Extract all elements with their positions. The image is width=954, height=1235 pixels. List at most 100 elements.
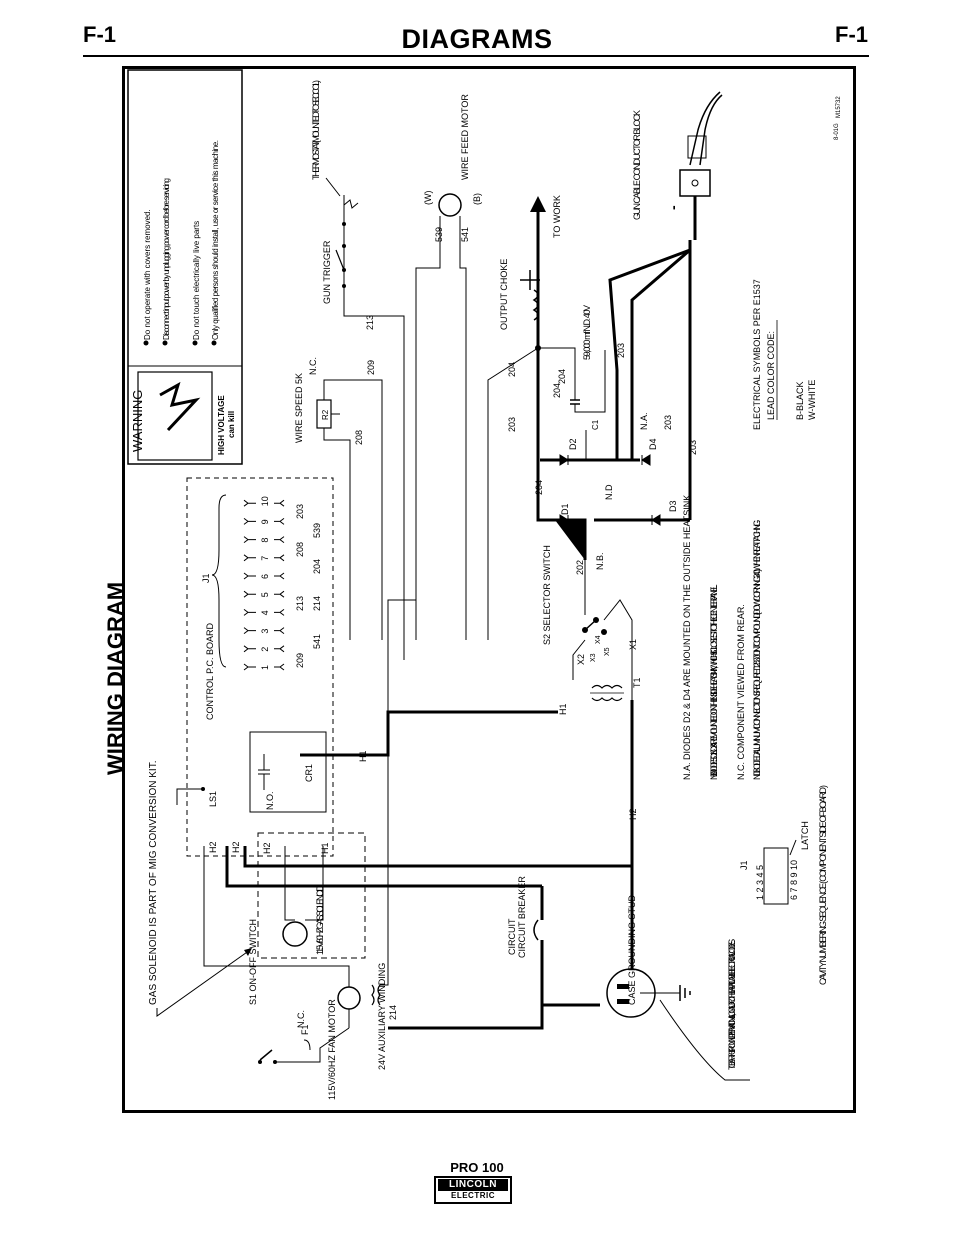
lightning-icon bbox=[159, 381, 201, 432]
x5-label: X5 bbox=[604, 647, 611, 656]
logo-bottom: ELECTRIC bbox=[451, 1191, 495, 1200]
wire-label-214: 214 bbox=[312, 596, 322, 611]
d4-label: D4 bbox=[648, 438, 658, 450]
nc-label-s1: N.C. bbox=[296, 1010, 306, 1028]
x4-label: X4 bbox=[595, 635, 602, 644]
lincoln-electric-logo: LINCOLN ELECTRIC bbox=[434, 1176, 512, 1204]
h1-label-c: H1 bbox=[558, 703, 568, 715]
symbols-note: ELECTRICAL SYMBOLS PER E1537 bbox=[752, 279, 762, 430]
j1-pin-number: 10 bbox=[260, 496, 270, 506]
wire-209-label: 209 bbox=[366, 360, 376, 375]
wire-label-541: 541 bbox=[312, 634, 322, 649]
t1-label: T1 bbox=[632, 677, 642, 688]
wiring-diagram-title: WIRING DIAGRAM bbox=[103, 582, 128, 775]
cavity-connector bbox=[763, 847, 789, 905]
note-nd: N.D. BOLTED ALUMINUM CONNECTIONS REQUIRE… bbox=[752, 520, 762, 780]
thermostat-switch bbox=[343, 199, 359, 209]
selector-switch bbox=[584, 619, 597, 631]
aux-winding-coil bbox=[371, 984, 375, 1006]
page-title: DIAGRAMS bbox=[401, 24, 553, 54]
j1-pin: 7 bbox=[243, 554, 285, 562]
j1-pin: 6 bbox=[243, 572, 285, 580]
j1-pin-number: 8 bbox=[260, 538, 270, 543]
cavity-note-label: CAVITY NUMBERING SEQUENCE ( COMPONENT SI… bbox=[818, 785, 828, 985]
d2-label: D2 bbox=[568, 438, 578, 450]
wire-213-label: 213 bbox=[365, 315, 375, 330]
warning-bullet-4: Only qualified persons should install, u… bbox=[211, 140, 220, 340]
j1-pin: 10 bbox=[243, 496, 285, 507]
circuit-breaker-label-a: CIRCUIT bbox=[507, 918, 517, 955]
diode-d2 bbox=[559, 454, 569, 466]
gun-cable-block-label: GUN CABLE CONDUCTOR BLOCK bbox=[632, 110, 642, 220]
fan-motor bbox=[337, 986, 361, 1010]
w-label: (W) bbox=[423, 191, 433, 206]
circuit-breaker-label: CIRCUIT BREAKER bbox=[517, 876, 527, 958]
latch-label: LATCH bbox=[800, 821, 810, 850]
f1-label: F1 bbox=[300, 1024, 310, 1035]
footer-model: PRO 100 bbox=[450, 1160, 504, 1175]
output-choke-label: OUTPUT CHOKE bbox=[499, 259, 509, 330]
wire-label-213: 213 bbox=[295, 596, 305, 611]
wire-feed-motor bbox=[438, 193, 462, 217]
wire-203-label-a: 203 bbox=[616, 343, 626, 358]
gun-trigger-label: GUN TRIGGER bbox=[322, 240, 332, 304]
b-label: (B) bbox=[472, 193, 482, 205]
output-choke-coil bbox=[532, 289, 539, 321]
wire-204-label-a: 204 bbox=[557, 369, 567, 384]
j1-pin: 5 bbox=[243, 590, 285, 598]
date-code: 8-01G bbox=[834, 123, 840, 140]
fan-motor-label: 115V/60HZ FAN MOTOR bbox=[327, 999, 337, 1100]
x2-label: X2 bbox=[576, 654, 586, 665]
wire-203-label-c: 203 bbox=[663, 415, 673, 430]
h1-label-b: H1 bbox=[320, 842, 330, 854]
j1-pin: 3 bbox=[243, 627, 285, 634]
wire-214-label: 214 bbox=[388, 1005, 398, 1020]
gun-trigger-switch bbox=[335, 249, 345, 271]
can-kill-label: can kill bbox=[227, 411, 236, 438]
h2-label-d: H2 bbox=[628, 808, 638, 820]
wire-label-203: 203 bbox=[295, 504, 305, 519]
wire-539-label: 539 bbox=[434, 227, 444, 242]
j1-pin-number: 2 bbox=[260, 647, 270, 652]
minus-label: - bbox=[665, 205, 681, 210]
diode-d3 bbox=[651, 514, 661, 526]
na-label: N.A. bbox=[639, 412, 649, 430]
control-board-outline bbox=[186, 477, 334, 857]
j1-pin-number: 6 bbox=[260, 574, 270, 579]
note-nb: N.B. DIODES D1 & D3 ARE MOUNTED ON THE I… bbox=[709, 584, 719, 780]
ls1-label: LS1 bbox=[208, 791, 218, 807]
cr1-relay bbox=[249, 731, 327, 813]
wire-204-label-b: 204 bbox=[534, 480, 544, 495]
wire-202-label: 202 bbox=[575, 560, 585, 575]
j1-pin-number: 9 bbox=[260, 519, 270, 524]
page-label-left: F-1 bbox=[83, 22, 116, 47]
wire-203-label-d: 203 bbox=[688, 440, 698, 455]
circuit-breaker-symbol bbox=[533, 919, 539, 941]
header-rule bbox=[83, 55, 869, 57]
control-board-label: CONTROL P.C. BOARD bbox=[205, 622, 215, 720]
r2-label: R2 bbox=[321, 409, 330, 420]
cavity-bottom-row: 6 7 8 9 10 bbox=[789, 860, 799, 900]
f1-fuse bbox=[303, 1039, 311, 1051]
warning-bullet-2: Disconnect input power by unplugging pow… bbox=[162, 178, 171, 340]
cavity-j1-label: J1 bbox=[739, 860, 749, 870]
color-code-black: B-BLACK bbox=[795, 381, 805, 420]
no-label: N.O. bbox=[265, 791, 275, 810]
gas-solenoid-coil bbox=[282, 921, 308, 947]
to-work-arrow bbox=[530, 196, 546, 212]
t1-transformer bbox=[591, 684, 623, 689]
case-ground-label: CASE GROUNDING STUD bbox=[627, 894, 637, 1005]
high-voltage-label: HIGH VOLTAGE bbox=[217, 395, 226, 455]
j1-pin: 4 bbox=[243, 609, 285, 616]
warning-bullet-1: Do not operate with covers removed. bbox=[143, 209, 152, 340]
ground-icon bbox=[679, 985, 691, 1001]
to-work-label: TO WORK bbox=[552, 195, 562, 238]
j1-pin: 2 bbox=[243, 645, 285, 653]
note-na: N.A. DIODES D2 & D4 ARE MOUNTED ON THE O… bbox=[682, 492, 692, 780]
s1-switch bbox=[259, 1049, 273, 1061]
wire-feed-motor-label: WIRE FEED MOTOR bbox=[460, 94, 470, 180]
nc-label-pot: N.C. bbox=[308, 357, 318, 375]
page-label-right: F-1 bbox=[835, 22, 868, 47]
